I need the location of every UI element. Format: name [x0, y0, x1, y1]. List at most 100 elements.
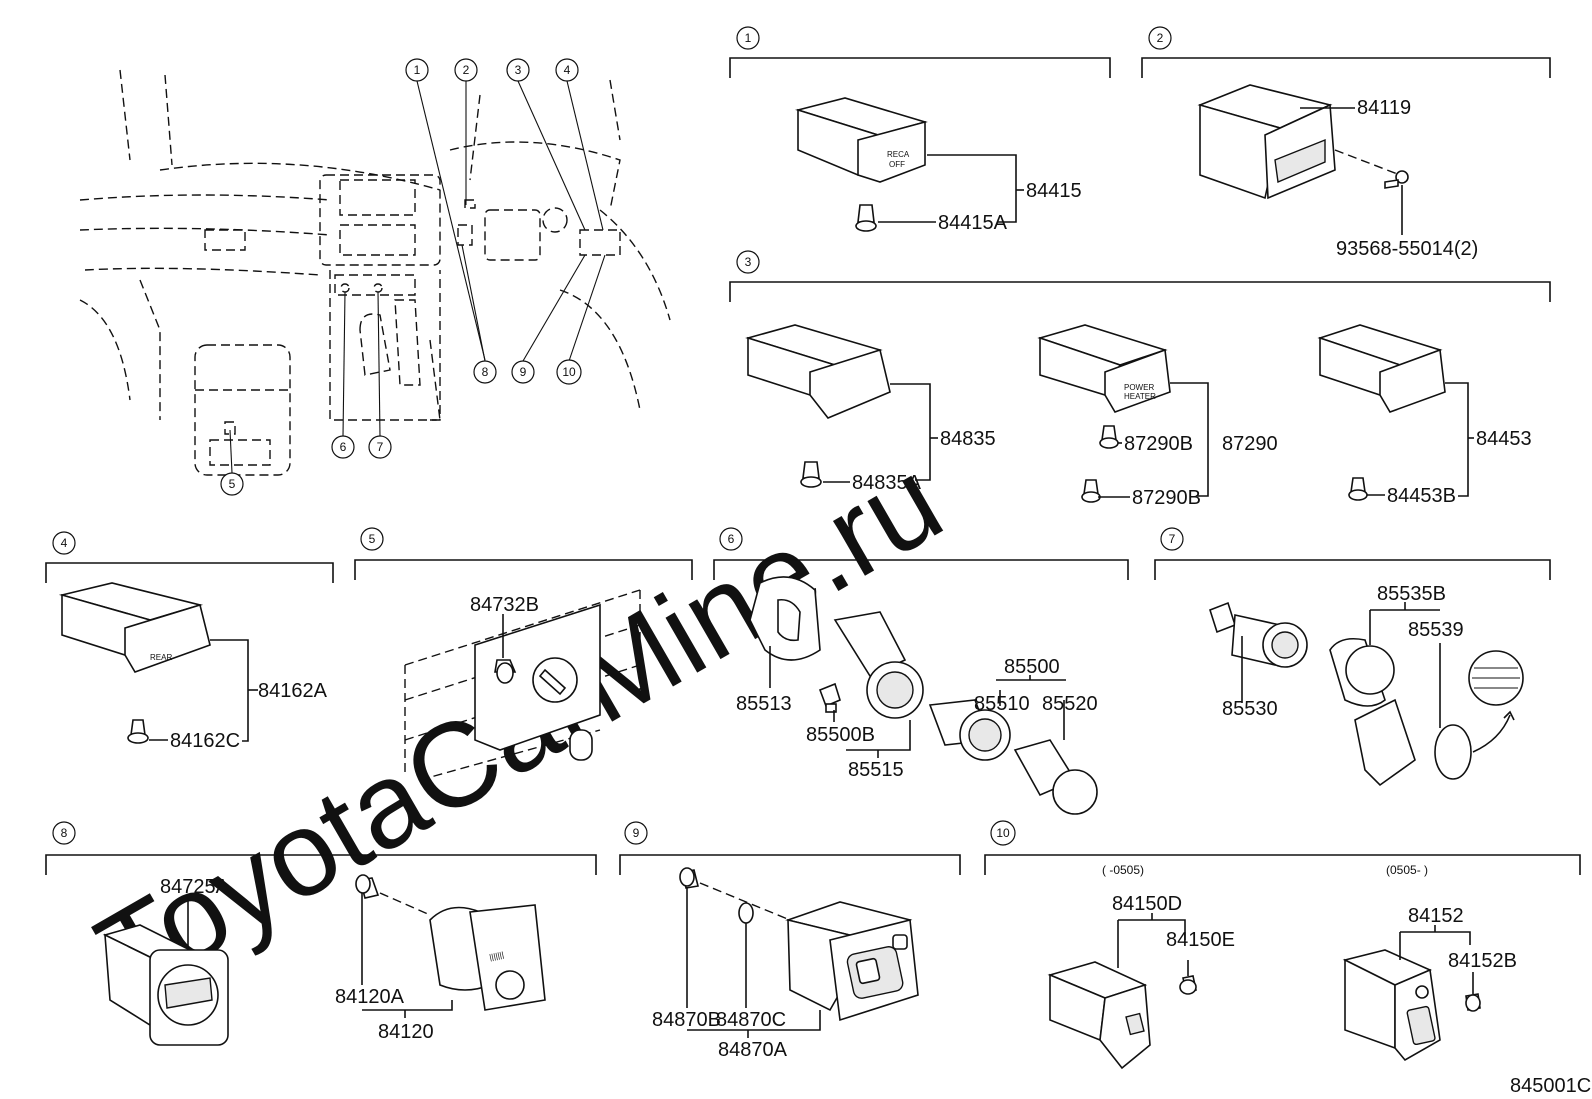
switch-84835	[745, 324, 891, 419]
locator-callouts: 1 2 3 4 5 6 7 8 9 10	[220, 58, 606, 496]
socket-85535b	[1329, 637, 1416, 787]
part-84152: 84152	[1408, 905, 1464, 927]
section-2-number: 2	[1157, 31, 1164, 45]
section-4: 4 REAR 84162A 84162C	[45, 531, 334, 752]
part-84150e: 84150E	[1166, 929, 1235, 951]
socket-85510	[928, 699, 1011, 761]
switch-84150d	[1047, 961, 1151, 1070]
diagram-code: 845001C	[1510, 1075, 1591, 1097]
part-84120: 84120	[378, 1021, 434, 1043]
part-85500: 85500	[1004, 656, 1060, 678]
locator-7	[368, 435, 392, 459]
locator-10	[556, 359, 582, 385]
locator-3-label: 3	[515, 63, 522, 77]
locator-6	[331, 435, 355, 459]
part-93568-55014: 93568-55014(2)	[1336, 238, 1478, 260]
cap-85539	[1434, 724, 1472, 780]
screw-93568	[1384, 170, 1409, 189]
part-84162c: 84162C	[170, 730, 240, 752]
socket-85515	[833, 611, 924, 719]
switch-text-power: POWER	[1124, 383, 1154, 392]
part-85500b: 85500B	[806, 724, 875, 746]
switch-text-off: OFF	[889, 160, 905, 169]
part-85515: 85515	[848, 759, 904, 781]
switch-84415: RECA OFF	[795, 97, 928, 183]
lens-84870c	[738, 902, 754, 924]
part-85520: 85520	[1042, 693, 1098, 715]
control-unit-84119	[1197, 84, 1336, 200]
part-84835: 84835	[940, 428, 996, 450]
part-84453b: 84453B	[1387, 485, 1456, 507]
section-5: 5 84732B	[354, 527, 693, 781]
part-87290: 87290	[1222, 433, 1278, 455]
locator-4	[555, 58, 579, 82]
part-84162a: 84162A	[258, 680, 328, 702]
section-7-number: 7	[1169, 532, 1176, 546]
locator-3	[506, 58, 530, 82]
part-84870b: 84870B	[652, 1009, 721, 1031]
lighter-85520	[1013, 739, 1098, 815]
bulb-87290b-upper	[1099, 425, 1119, 449]
bulb-84453b	[1348, 477, 1368, 501]
switch-text-rear: REAR	[150, 653, 172, 662]
part-84415: 84415	[1026, 180, 1082, 202]
cap-detail-view	[1468, 650, 1524, 753]
locator-8-label: 8	[482, 365, 489, 379]
part-84732b: 84732B	[470, 594, 539, 616]
svg-text:|||||||: |||||||	[489, 950, 505, 962]
locator-9	[511, 360, 535, 384]
bulb-84870b	[679, 867, 699, 889]
locator-9-label: 9	[520, 365, 527, 379]
locator-8	[473, 360, 497, 384]
bulb-84152b	[1465, 993, 1481, 1012]
part-84870a: 84870A	[718, 1039, 788, 1061]
section-10-number: 10	[996, 826, 1010, 840]
section-3: 3 84835 84835A POWER HEATER	[729, 250, 1551, 509]
section-1: 1 RECA OFF 84415 84415A	[729, 26, 1111, 234]
locator-4-label: 4	[564, 63, 571, 77]
section-5-number: 5	[369, 532, 376, 546]
switch-84725a	[102, 924, 229, 1046]
locator-5-label: 5	[229, 477, 236, 491]
switch-text-reca: RECA	[887, 150, 910, 159]
locator-2	[454, 58, 478, 82]
locator-1	[405, 58, 429, 82]
date-range-late: (0505- )	[1386, 863, 1428, 877]
part-87290b-upper: 87290B	[1124, 433, 1193, 455]
bulb-84162c	[127, 719, 149, 744]
section-8: 8 ||||||| 84725A 84120A 84120	[45, 821, 597, 1046]
switch-84120: |||||||	[429, 904, 546, 1011]
section-10: 10 ( -0505) (0505- ) 84150D 84150E	[984, 820, 1581, 1070]
part-84870c: 84870C	[716, 1009, 786, 1031]
section-6: 6 85500 85510	[713, 527, 1129, 815]
dashboard-overview	[79, 69, 671, 476]
bulb-84150e	[1179, 975, 1197, 995]
switch-84152	[1342, 949, 1441, 1062]
section-9: 9 84870B 84870C 84870A	[619, 821, 961, 1061]
part-84120a: 84120A	[335, 986, 405, 1008]
part-84453: 84453	[1476, 428, 1532, 450]
bulb-84120a	[355, 874, 380, 899]
locator-6-label: 6	[340, 440, 347, 454]
part-84415a: 84415A	[938, 212, 1008, 234]
section-3-number: 3	[745, 255, 752, 269]
part-84150d: 84150D	[1112, 893, 1182, 915]
part-85530: 85530	[1222, 698, 1278, 720]
part-85535b: 85535B	[1377, 583, 1446, 605]
bulb-87290b-lower	[1081, 479, 1101, 503]
bulb-85500b	[818, 682, 841, 713]
locator-1-label: 1	[414, 63, 421, 77]
date-range-early: ( -0505)	[1102, 863, 1144, 877]
bulb-84835a	[800, 461, 822, 488]
bulb-84732b	[494, 659, 517, 684]
part-84835a: 84835A	[852, 472, 922, 494]
locator-10-label: 10	[562, 365, 576, 379]
part-87290b-lower: 87290B	[1132, 487, 1201, 509]
section-6-number: 6	[728, 532, 735, 546]
switch-84453	[1317, 324, 1446, 413]
socket-85530	[1209, 601, 1308, 668]
locator-7-label: 7	[377, 440, 384, 454]
section-4-number: 4	[61, 536, 68, 550]
section-8-number: 8	[61, 826, 68, 840]
